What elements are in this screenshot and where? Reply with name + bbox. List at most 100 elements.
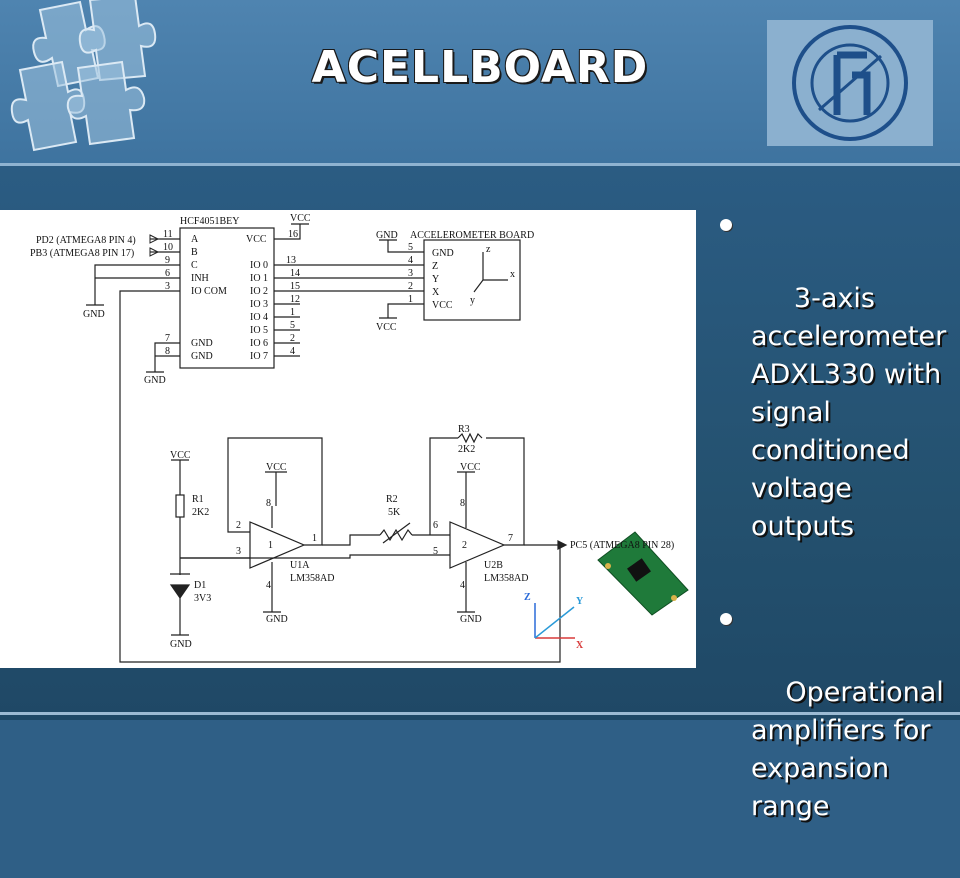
svg-text:IO COM: IO COM bbox=[191, 286, 227, 297]
bullet-text: 3-axis accelerometer ADXL330 with signal… bbox=[751, 283, 955, 542]
svg-text:VCC: VCC bbox=[290, 213, 311, 224]
svg-text:R3: R3 bbox=[458, 424, 470, 435]
svg-text:2: 2 bbox=[236, 520, 241, 531]
svg-text:D1: D1 bbox=[194, 580, 206, 591]
slide-title: ACELLBOARD bbox=[311, 42, 649, 93]
svg-text:C: C bbox=[191, 260, 198, 271]
svg-text:4: 4 bbox=[290, 346, 295, 357]
svg-text:IO 2: IO 2 bbox=[250, 286, 268, 297]
svg-text:5: 5 bbox=[408, 242, 413, 253]
svg-text:LM358AD: LM358AD bbox=[290, 573, 334, 584]
svg-text:ACCELEROMETER BOARD: ACCELEROMETER BOARD bbox=[410, 230, 534, 241]
svg-text:VCC: VCC bbox=[460, 462, 481, 473]
footer-line bbox=[0, 712, 960, 715]
bullet-dot-icon bbox=[720, 219, 732, 231]
svg-text:Y: Y bbox=[432, 274, 439, 285]
svg-text:X: X bbox=[432, 287, 440, 298]
svg-text:6: 6 bbox=[433, 520, 438, 531]
svg-text:R2: R2 bbox=[386, 494, 398, 505]
svg-text:Z: Z bbox=[432, 261, 438, 272]
svg-text:6: 6 bbox=[165, 268, 170, 279]
svg-text:VCC: VCC bbox=[376, 322, 397, 333]
svg-text:4: 4 bbox=[408, 255, 413, 266]
svg-text:1: 1 bbox=[268, 540, 273, 551]
svg-text:U2B: U2B bbox=[484, 560, 503, 571]
svg-text:3: 3 bbox=[236, 546, 241, 557]
accelerometer-photo bbox=[534, 531, 689, 639]
svg-text:9: 9 bbox=[165, 255, 170, 266]
svg-text:5: 5 bbox=[433, 546, 438, 557]
bullet-text: Operational amplifiers for expansion ran… bbox=[751, 677, 953, 822]
svg-text:14: 14 bbox=[290, 268, 300, 279]
svg-text:IO 5: IO 5 bbox=[250, 325, 268, 336]
svg-text:4: 4 bbox=[460, 580, 465, 591]
svg-text:3: 3 bbox=[408, 268, 413, 279]
university-logo bbox=[767, 20, 933, 146]
svg-text:PB3 (ATMEGA8 PIN 17): PB3 (ATMEGA8 PIN 17) bbox=[30, 248, 134, 259]
svg-text:2: 2 bbox=[462, 540, 467, 551]
svg-text:GND: GND bbox=[83, 309, 105, 320]
bullet-item: Operational amplifiers for expansion ran… bbox=[718, 598, 960, 864]
svg-text:15: 15 bbox=[290, 281, 300, 292]
svg-text:2K2: 2K2 bbox=[458, 444, 475, 455]
svg-text:HCF4051BEY: HCF4051BEY bbox=[180, 216, 239, 227]
university-emblem-icon bbox=[767, 20, 933, 146]
svg-text:11: 11 bbox=[163, 229, 173, 240]
svg-text:IO 7: IO 7 bbox=[250, 351, 268, 362]
svg-text:GND: GND bbox=[266, 614, 288, 625]
bullet-item: 3-axis accelerometer ADXL330 with signal… bbox=[718, 204, 960, 584]
svg-text:GND: GND bbox=[170, 639, 192, 650]
svg-text:3: 3 bbox=[165, 281, 170, 292]
svg-text:Y: Y bbox=[576, 596, 584, 607]
bullet-list: 3-axis accelerometer ADXL330 with signal… bbox=[718, 204, 960, 878]
svg-text:B: B bbox=[191, 247, 198, 258]
svg-text:VCC: VCC bbox=[170, 450, 191, 461]
puzzle-icon bbox=[10, 0, 157, 152]
svg-text:GND: GND bbox=[460, 614, 482, 625]
svg-text:1: 1 bbox=[312, 533, 317, 544]
svg-text:8: 8 bbox=[165, 346, 170, 357]
svg-text:A: A bbox=[191, 234, 199, 245]
svg-text:y: y bbox=[470, 295, 475, 306]
svg-text:3V3: 3V3 bbox=[194, 593, 211, 604]
svg-text:16: 16 bbox=[288, 229, 298, 240]
header-divider bbox=[0, 163, 960, 166]
svg-text:5: 5 bbox=[290, 320, 295, 331]
svg-text:4: 4 bbox=[266, 580, 271, 591]
svg-text:LM358AD: LM358AD bbox=[484, 573, 528, 584]
svg-text:GND: GND bbox=[432, 248, 454, 259]
svg-text:IO 4: IO 4 bbox=[250, 312, 268, 323]
svg-text:1: 1 bbox=[290, 307, 295, 318]
svg-text:GND: GND bbox=[191, 338, 213, 349]
svg-text:VCC: VCC bbox=[432, 300, 453, 311]
svg-text:IO 3: IO 3 bbox=[250, 299, 268, 310]
svg-text:10: 10 bbox=[163, 242, 173, 253]
svg-text:2: 2 bbox=[408, 281, 413, 292]
svg-text:8: 8 bbox=[266, 498, 271, 509]
circuit-schematic: HCF4051BEY A B C INH IO COM GND GND VCC … bbox=[0, 210, 696, 668]
svg-text:VCC: VCC bbox=[266, 462, 287, 473]
svg-text:x: x bbox=[510, 269, 515, 280]
svg-text:13: 13 bbox=[286, 255, 296, 266]
svg-text:IO 0: IO 0 bbox=[250, 260, 268, 271]
svg-text:U1A: U1A bbox=[290, 560, 310, 571]
svg-text:PD2 (ATMEGA8 PIN 4): PD2 (ATMEGA8 PIN 4) bbox=[36, 235, 136, 246]
svg-text:8: 8 bbox=[460, 498, 465, 509]
svg-text:7: 7 bbox=[508, 533, 513, 544]
svg-text:PC5 (ATMEGA8 PIN 28): PC5 (ATMEGA8 PIN 28) bbox=[570, 540, 674, 551]
svg-text:GND: GND bbox=[376, 230, 398, 241]
svg-text:IO 1: IO 1 bbox=[250, 273, 268, 284]
svg-text:X: X bbox=[576, 640, 584, 651]
svg-text:z: z bbox=[486, 244, 491, 255]
svg-text:R1: R1 bbox=[192, 494, 204, 505]
svg-text:7: 7 bbox=[165, 333, 170, 344]
svg-text:GND: GND bbox=[191, 351, 213, 362]
svg-text:2K2: 2K2 bbox=[192, 507, 209, 518]
svg-text:Z: Z bbox=[524, 592, 531, 603]
svg-text:GND: GND bbox=[144, 375, 166, 386]
svg-text:5K: 5K bbox=[388, 507, 401, 518]
svg-text:1: 1 bbox=[408, 294, 413, 305]
svg-text:VCC: VCC bbox=[246, 234, 267, 245]
bullet-dot-icon bbox=[720, 613, 732, 625]
svg-text:2: 2 bbox=[290, 333, 295, 344]
